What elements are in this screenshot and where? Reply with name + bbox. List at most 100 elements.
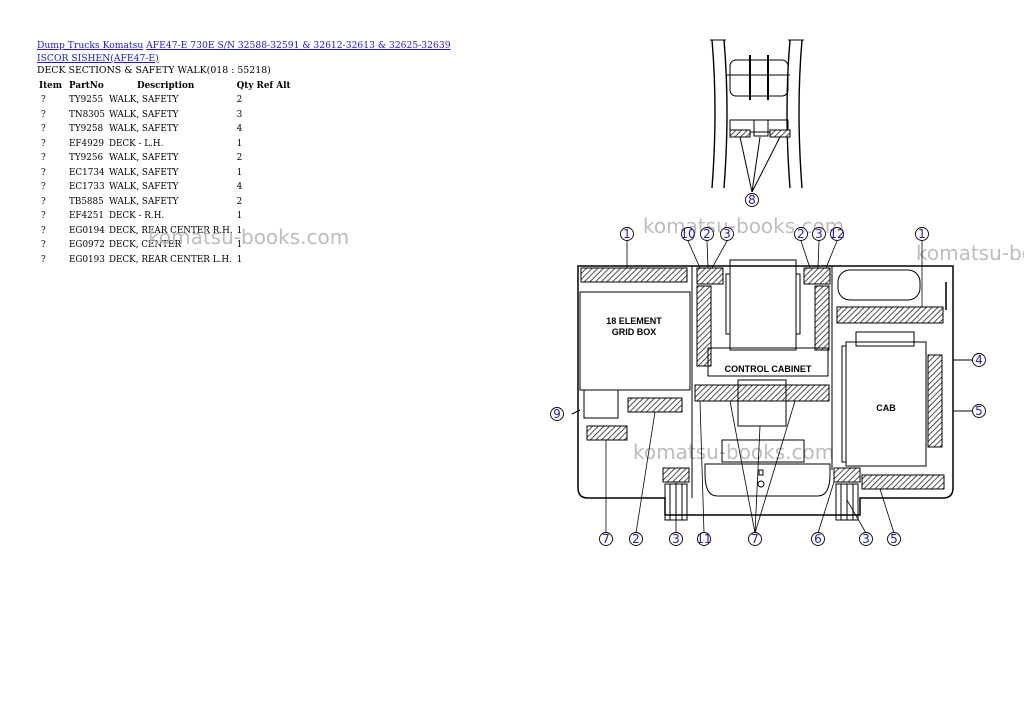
cell-quantity: 1	[236, 211, 243, 222]
callout-bubble: 3	[669, 532, 683, 546]
cell-part-number: TY9256	[69, 153, 104, 164]
callout-bubble: 11	[696, 532, 711, 546]
callout-number: 3	[723, 227, 731, 241]
top-detail-view	[710, 39, 804, 193]
grid-box-label-2: GRID BOX	[612, 327, 657, 337]
cell-part-number: EG0972	[69, 240, 105, 251]
callout-number: 3	[672, 532, 680, 546]
callout-bubble: 5	[887, 532, 901, 546]
cell-item: ?	[41, 196, 46, 207]
cell-part-number: EG0194	[69, 225, 105, 236]
section-title: DECK SECTIONS & SAFETY WALK(018 : 55218)	[37, 65, 271, 76]
cell-description: WALK, SAFETY	[108, 95, 179, 106]
callout-bubble: 3	[859, 532, 873, 546]
callout-number: 2	[632, 532, 640, 546]
cell-part-number: EF4929	[69, 138, 104, 149]
callout-number: 1	[623, 227, 631, 241]
breadcrumb-link-model[interactable]: AFE47-E 730E S/N 32588-32591 & 32612-326…	[37, 40, 451, 64]
cell-item: ?	[41, 240, 46, 251]
callout-bubble: 10	[680, 227, 695, 241]
callout-bubble: 2	[700, 227, 714, 241]
cell-description: WALK, SAFETY	[108, 124, 179, 135]
cell-quantity: 1	[236, 167, 243, 178]
callout-number: 11	[696, 532, 711, 546]
callout-number: 7	[602, 532, 610, 546]
cell-description: WALK, SAFETY	[108, 196, 179, 207]
cell-item: ?	[41, 153, 46, 164]
header-ref: Ref	[256, 80, 274, 91]
cell-quantity: 1	[236, 254, 243, 265]
cell-description: DECK, REAR CENTER R.H.	[108, 225, 233, 236]
parts-table: Item PartNo Description Qty Ref Alt ?TY9…	[37, 78, 293, 267]
cell-description: DECK - L.H.	[108, 138, 164, 149]
callout-bubble: 4	[972, 353, 986, 367]
cell-part-number: TB5885	[69, 196, 104, 207]
callout-bubble: 6	[811, 532, 825, 546]
table-row: ? EF4929 DECK - L.H. 1	[37, 137, 293, 152]
cell-part-number: EC1733	[69, 182, 105, 193]
callout-number: 3	[862, 532, 870, 546]
callout-bubble: 9	[550, 407, 564, 421]
breadcrumb-link-dump-trucks[interactable]: Dump Trucks Komatsu	[37, 40, 144, 51]
leader-lines	[605, 240, 923, 534]
cell-description: WALK, SAFETY	[108, 153, 179, 164]
header-qty-ref-alt: Qty Ref Alt	[235, 78, 293, 93]
callout-bubble: 2	[794, 227, 808, 241]
callout-bubble: 2	[629, 532, 643, 546]
cell-quantity: 1	[236, 240, 243, 251]
callout-bubble: 7	[599, 532, 613, 546]
callout-bubble: 5	[972, 404, 986, 418]
cell-description: WALK, SAFETY	[108, 182, 179, 193]
cell-quantity: 2	[236, 95, 243, 106]
callout-bubble: 1	[620, 227, 634, 241]
cell-item: ?	[41, 124, 46, 135]
grid-box-label: 18 ELEMENT	[606, 316, 662, 326]
callout-bubble: 12	[829, 227, 844, 241]
component-labels: 18 ELEMENT GRID BOX CONTROL CABINET CAB	[606, 316, 896, 413]
callout-bubble: 3	[720, 227, 734, 241]
callout-bubble: 1	[915, 227, 929, 241]
callout-bubble: 8	[745, 193, 759, 207]
cell-part-number: EG0193	[69, 254, 105, 265]
cell-quantity: 2	[236, 196, 243, 207]
cell-description: DECK, REAR CENTER L.H.	[108, 254, 232, 265]
cell-quantity: 4	[236, 182, 243, 193]
callout-number: 9	[553, 407, 561, 421]
callout-number: 2	[703, 227, 711, 241]
header-alt: Alt	[276, 80, 291, 91]
table-row: ? TB5885 WALK, SAFETY 2	[37, 195, 293, 210]
callout-number: 6	[814, 532, 822, 546]
callout-bubble: 7	[748, 532, 762, 546]
cell-description: DECK - R.H.	[108, 211, 165, 222]
callout-number: 3	[815, 227, 823, 241]
cell-part-number: TY9255	[69, 95, 104, 106]
cell-item: ?	[41, 254, 46, 265]
callout-number: 5	[890, 532, 898, 546]
header-partno: PartNo	[69, 80, 104, 91]
watermark: komatsu-books.com	[916, 241, 1024, 265]
breadcrumb: Dump Trucks Komatsu AFE47-E 730E S/N 325…	[37, 40, 467, 65]
header-description: Description	[136, 80, 195, 91]
cell-item: ?	[41, 225, 46, 236]
callout-number: 1	[918, 227, 926, 241]
callout-number: 5	[975, 404, 983, 418]
watermark: komatsu-books.com	[633, 440, 835, 464]
cell-quantity: 1	[236, 138, 243, 149]
header-qty: Qty	[236, 80, 254, 91]
cell-item: ?	[41, 138, 46, 149]
cell-quantity: 3	[236, 109, 243, 120]
cell-item: ?	[41, 211, 46, 222]
cell-quantity: 4	[236, 124, 243, 135]
callout-number: 2	[797, 227, 805, 241]
cell-item: ?	[41, 182, 46, 193]
callout-number: 8	[748, 193, 756, 207]
cell-description: DECK, CENTER	[108, 240, 182, 251]
